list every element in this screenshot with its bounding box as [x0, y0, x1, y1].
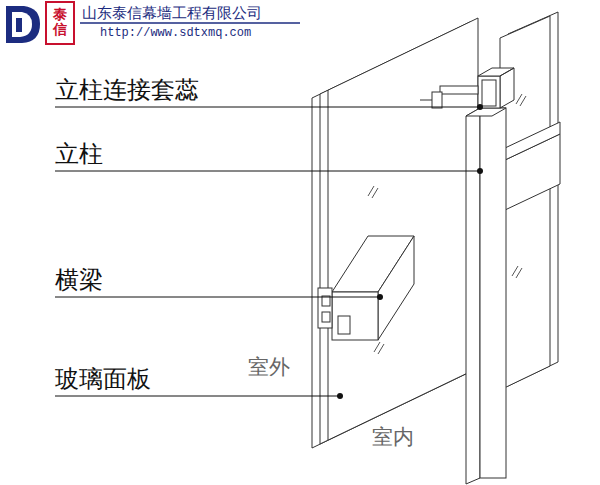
- glass-hatch: [374, 342, 380, 352]
- transom-beam: [505, 122, 560, 210]
- glass-hatch: [368, 186, 374, 196]
- transom-beam: [322, 312, 330, 322]
- part-name: 玻璃面板: [55, 366, 151, 392]
- part-name: 立柱: [55, 141, 103, 167]
- sleeve-core-profile: [440, 86, 478, 94]
- part-name: 横梁: [55, 267, 103, 293]
- glass-pane: [320, 18, 478, 444]
- transom-beam: [338, 316, 350, 334]
- header-rule: [80, 23, 300, 24]
- logo-mark: [46, 2, 74, 44]
- glass-hatch: [516, 268, 522, 278]
- sleeve-core-profile: [420, 68, 514, 116]
- transom-beam: [332, 292, 378, 340]
- leader-line: [55, 107, 480, 108]
- leader-dot: [477, 168, 483, 174]
- glass-hatch: [378, 344, 384, 354]
- sleeve-core-profile: [432, 92, 442, 108]
- sleeve-core-profile: [482, 80, 496, 106]
- logo-text: 泰信: [53, 7, 67, 38]
- leader-line: [55, 396, 340, 397]
- glass-hatch: [520, 96, 526, 106]
- part-name: 立柱连接套蕊: [55, 77, 199, 103]
- glass-pane: [312, 18, 478, 448]
- sleeve-core-profile: [466, 108, 506, 116]
- transom-beam: [378, 236, 414, 340]
- glass-hatch: [372, 188, 378, 198]
- side-label: 室外: [248, 356, 290, 379]
- transom-beam: [505, 122, 560, 160]
- header-rule: [80, 22, 300, 24]
- mullion-post: [466, 108, 506, 484]
- leader-dot: [377, 294, 383, 300]
- leader-dot: [477, 104, 483, 110]
- sleeve-core-profile: [478, 68, 514, 76]
- side-label: 室内: [372, 426, 414, 449]
- sleeve-core-profile: [514, 68, 515, 100]
- glass-hatch: [512, 266, 518, 276]
- glass-hatch: [516, 94, 522, 104]
- leader-line: [55, 107, 480, 396]
- sleeve-core-profile: [500, 100, 514, 108]
- website-url: http://www.sdtxmq.com: [100, 27, 251, 40]
- leader-dot: [337, 104, 483, 399]
- sleeve-core-profile: [478, 76, 500, 108]
- sleeve-core-profile: [420, 100, 432, 101]
- logo-mark: [16, 18, 22, 32]
- glass-pane: [328, 90, 329, 440]
- company-name: 山东泰信幕墙工程有限公司: [82, 5, 262, 22]
- logo-mark: [6, 2, 74, 44]
- logo-mark: [12, 12, 32, 37]
- leader-dot: [337, 393, 343, 399]
- transom-beam: [318, 288, 332, 328]
- sleeve-core-profile: [500, 68, 514, 76]
- transom-beam: [318, 236, 414, 340]
- leader-line: [55, 171, 480, 172]
- logo-mark: [6, 6, 40, 43]
- leader-line: [55, 297, 380, 298]
- mullion-post: [466, 108, 480, 484]
- mullion-post: [480, 108, 506, 478]
